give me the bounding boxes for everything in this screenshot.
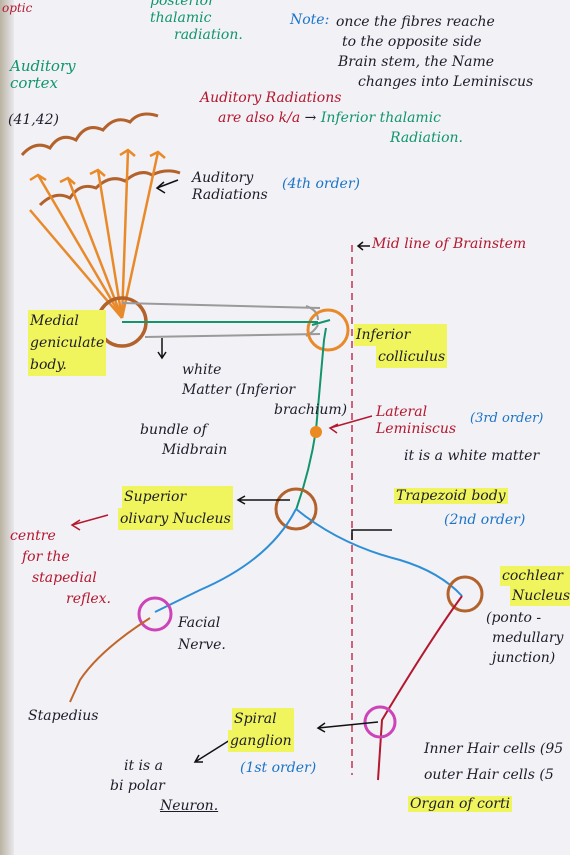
auditory-cortex-label: Auditory cortex — [10, 57, 76, 92]
midline-label: Mid line of Brainstem — [372, 236, 527, 252]
arrow-to-superior-olivary — [236, 495, 290, 505]
arrow-to-lateral-lemniscus — [328, 415, 373, 434]
medial-geniculate-label: Medial geniculate body. — [28, 310, 107, 376]
cortex-gyrus-line-1 — [20, 112, 159, 157]
first-order-label: (1st order) — [240, 760, 317, 776]
arrow-from-trapezoid — [351, 529, 392, 540]
arrow-to-white-matter — [157, 338, 167, 360]
auditory-radiation-fibres — [29, 148, 166, 319]
second-order-label: (2nd order) — [444, 512, 526, 528]
lateral-lemniscus-node — [310, 426, 322, 438]
cortex-areas-text: (41,42) — [8, 112, 60, 128]
facial-nucleus-circle — [137, 596, 173, 632]
bipolar-neuron-label: it is a bi polar Neuron. — [110, 758, 219, 814]
lateral-lemniscus-label: Lateral Leminiscus — [376, 404, 457, 437]
arrow-to-stapedial-reflex — [70, 514, 109, 531]
spiral-ganglion-circle — [363, 705, 397, 739]
radiations-note-text: Auditory Radiations are also k/a → Infer… — [200, 90, 463, 146]
note-text: once the fibres reache to the opposite s… — [336, 14, 534, 90]
cochlear-nucleus-circle — [446, 575, 484, 613]
white-matter-note: it is a white matter — [404, 448, 540, 464]
auditory-radiations-label: Auditory Radiations — [192, 170, 268, 203]
notebook-binding — [0, 0, 14, 855]
cochlear-nerve-fibre — [377, 595, 463, 781]
inferior-colliculus-label: Inferior colliculus — [354, 324, 448, 368]
spiral-ganglion-label: Spiral ganglion — [228, 708, 294, 752]
arrow-to-auditory-radiations — [155, 179, 179, 194]
ponto-medullary-text: (ponto - medullary junction) — [486, 610, 564, 666]
inferior-brachium-outline — [121, 302, 321, 338]
organ-of-corti-label: Organ of corti — [408, 796, 513, 812]
olivary-to-facial-fibre — [154, 508, 297, 613]
cochlear-nucleus-label: cochlear Nucleus — [500, 566, 570, 606]
superior-olivary-circle — [274, 487, 318, 531]
stapedius-label: Stapedius — [28, 708, 99, 724]
fourth-order-label: (4th order) — [282, 176, 360, 192]
trapezoid-body-label: Trapezoid body — [394, 488, 508, 504]
facial-nerve-label: Facial Nerve. — [178, 615, 226, 653]
note-label: Note: — [290, 12, 330, 28]
white-matter-label: white Matter (Inferior brachium) bundle … — [140, 362, 348, 458]
arrow-to-bipolar — [193, 739, 231, 763]
hair-cells-label: Inner Hair cells (95 outer Hair cells (5 — [424, 741, 564, 783]
facial-nerve-fibre — [69, 617, 151, 703]
arrow-to-spiral-ganglion — [316, 721, 379, 733]
superior-olivary-label: Superior olivary Nucleus — [118, 486, 233, 530]
stapedial-reflex-label: centre for the stapedial reflex. — [10, 528, 111, 607]
inferior-colliculus-circle — [306, 308, 350, 352]
third-order-label: (3rd order) — [470, 411, 544, 426]
arrow-midline — [356, 241, 370, 251]
corner-text: optic — [2, 1, 33, 15]
posterior-thalamic-radiation-text: posterior thalamic radiation. — [150, 0, 243, 43]
trapezoid-fibre — [295, 508, 463, 597]
